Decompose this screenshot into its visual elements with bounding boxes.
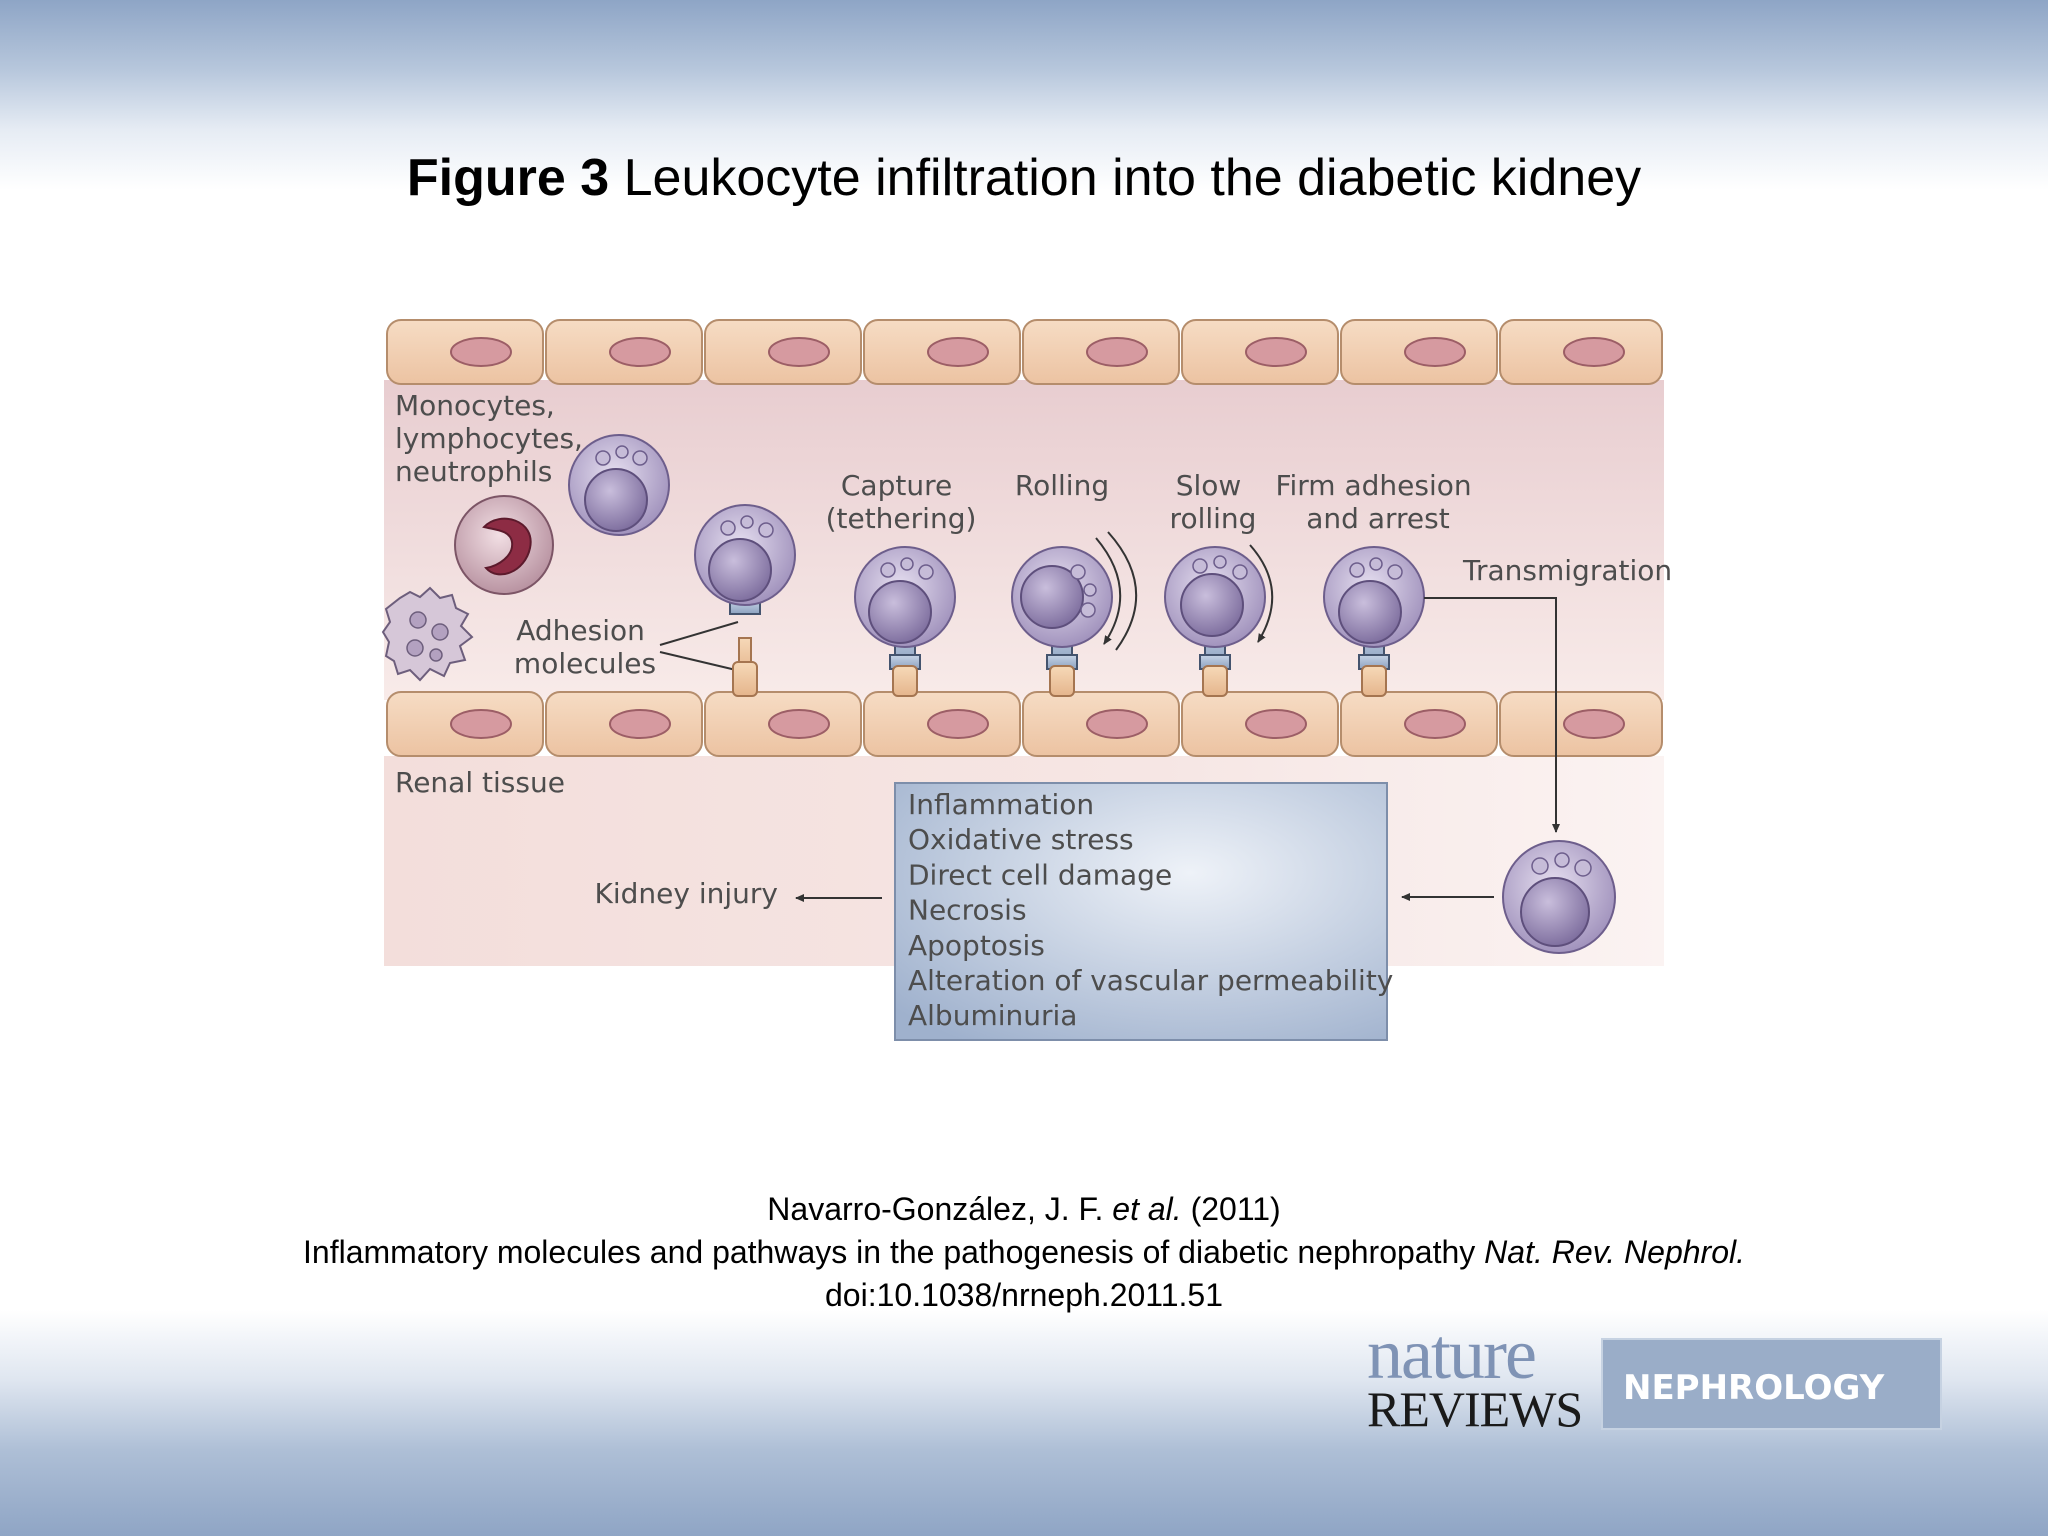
leukocyte-approaching bbox=[694, 504, 796, 697]
figure-number: Figure 3 bbox=[406, 149, 610, 207]
endothelial-nucleus bbox=[450, 337, 512, 367]
step-rolling-label: Rolling bbox=[1015, 469, 1109, 502]
renal-tissue-label: Renal tissue bbox=[395, 766, 565, 799]
effects-list: Inflammation Oxidative stress Direct cel… bbox=[908, 788, 1402, 1032]
endothelial-nucleus bbox=[1404, 337, 1466, 367]
endothelial-nucleus bbox=[1086, 709, 1148, 739]
free-lymphocyte bbox=[568, 434, 670, 536]
transmigration-label: Transmigration bbox=[1462, 554, 1672, 587]
nature-reviews-nephrology-logo: nature REVIEWS NEPHROLOGY bbox=[1365, 1318, 1945, 1437]
endothelial-nucleus bbox=[450, 709, 512, 739]
transmigration-arrow bbox=[1424, 597, 1560, 833]
leukocyte-firm-adhesion bbox=[1323, 546, 1425, 697]
leukocyte-slow-rolling bbox=[1164, 544, 1274, 697]
endothelium-bottom bbox=[386, 691, 1663, 757]
endothelial-nucleus bbox=[609, 337, 671, 367]
step-capture-label: Capture (tethering) bbox=[826, 469, 977, 535]
vessel-lumen bbox=[384, 380, 1664, 700]
monocyte bbox=[381, 586, 474, 682]
figure-title: Figure 3 Leukocyte infiltration into the… bbox=[0, 148, 2048, 208]
effects-box bbox=[894, 782, 1388, 1041]
endothelial-nucleus bbox=[1245, 709, 1307, 739]
endothelial-nucleus bbox=[1086, 337, 1148, 367]
citation: Navarro-González, J. F. et al. (2011) In… bbox=[0, 1188, 2048, 1317]
adhesion-pointer-lines bbox=[659, 621, 739, 671]
adhesion-molecules-label: Adhesion molecules bbox=[514, 614, 656, 680]
endothelial-nucleus bbox=[768, 709, 830, 739]
citation-doi: doi:10.1038/nrneph.2011.51 bbox=[825, 1277, 1223, 1313]
figure-caption: Leukocyte infiltration into the diabetic… bbox=[609, 149, 1642, 207]
endothelial-nucleus bbox=[1245, 337, 1307, 367]
leukocyte-transmigrated bbox=[1502, 840, 1616, 954]
logo-nature-text: nature bbox=[1367, 1314, 1537, 1394]
step-firm-adhesion-label: Firm adhesion and arrest bbox=[1275, 469, 1480, 535]
endothelial-nucleus bbox=[1563, 709, 1625, 739]
endothelial-nucleus bbox=[1404, 709, 1466, 739]
endothelial-nucleus bbox=[1563, 337, 1625, 367]
logo-reviews-text: REVIEWS bbox=[1367, 1381, 1583, 1437]
endothelial-nucleus bbox=[768, 337, 830, 367]
logo-section-text: NEPHROLOGY bbox=[1623, 1368, 1885, 1408]
endothelium-top bbox=[386, 319, 1663, 385]
leukocyte-capture bbox=[854, 546, 956, 697]
endothelial-nucleus bbox=[927, 337, 989, 367]
logo-section-box: NEPHROLOGY bbox=[1601, 1338, 1942, 1430]
citation-title-line: Inflammatory molecules and pathways in t… bbox=[303, 1234, 1745, 1270]
cell-types-label: Monocytes, lymphocytes, neutrophils bbox=[395, 389, 592, 488]
kidney-injury-label: Kidney injury bbox=[595, 877, 779, 910]
endothelial-nucleus bbox=[927, 709, 989, 739]
leukocyte-rolling bbox=[1011, 531, 1137, 697]
endothelial-nucleus bbox=[609, 709, 671, 739]
neutrophil bbox=[454, 495, 554, 595]
step-slow-rolling-label: Slow rolling bbox=[1170, 469, 1257, 535]
citation-authors-line: Navarro-González, J. F. et al. (2011) bbox=[767, 1191, 1281, 1227]
